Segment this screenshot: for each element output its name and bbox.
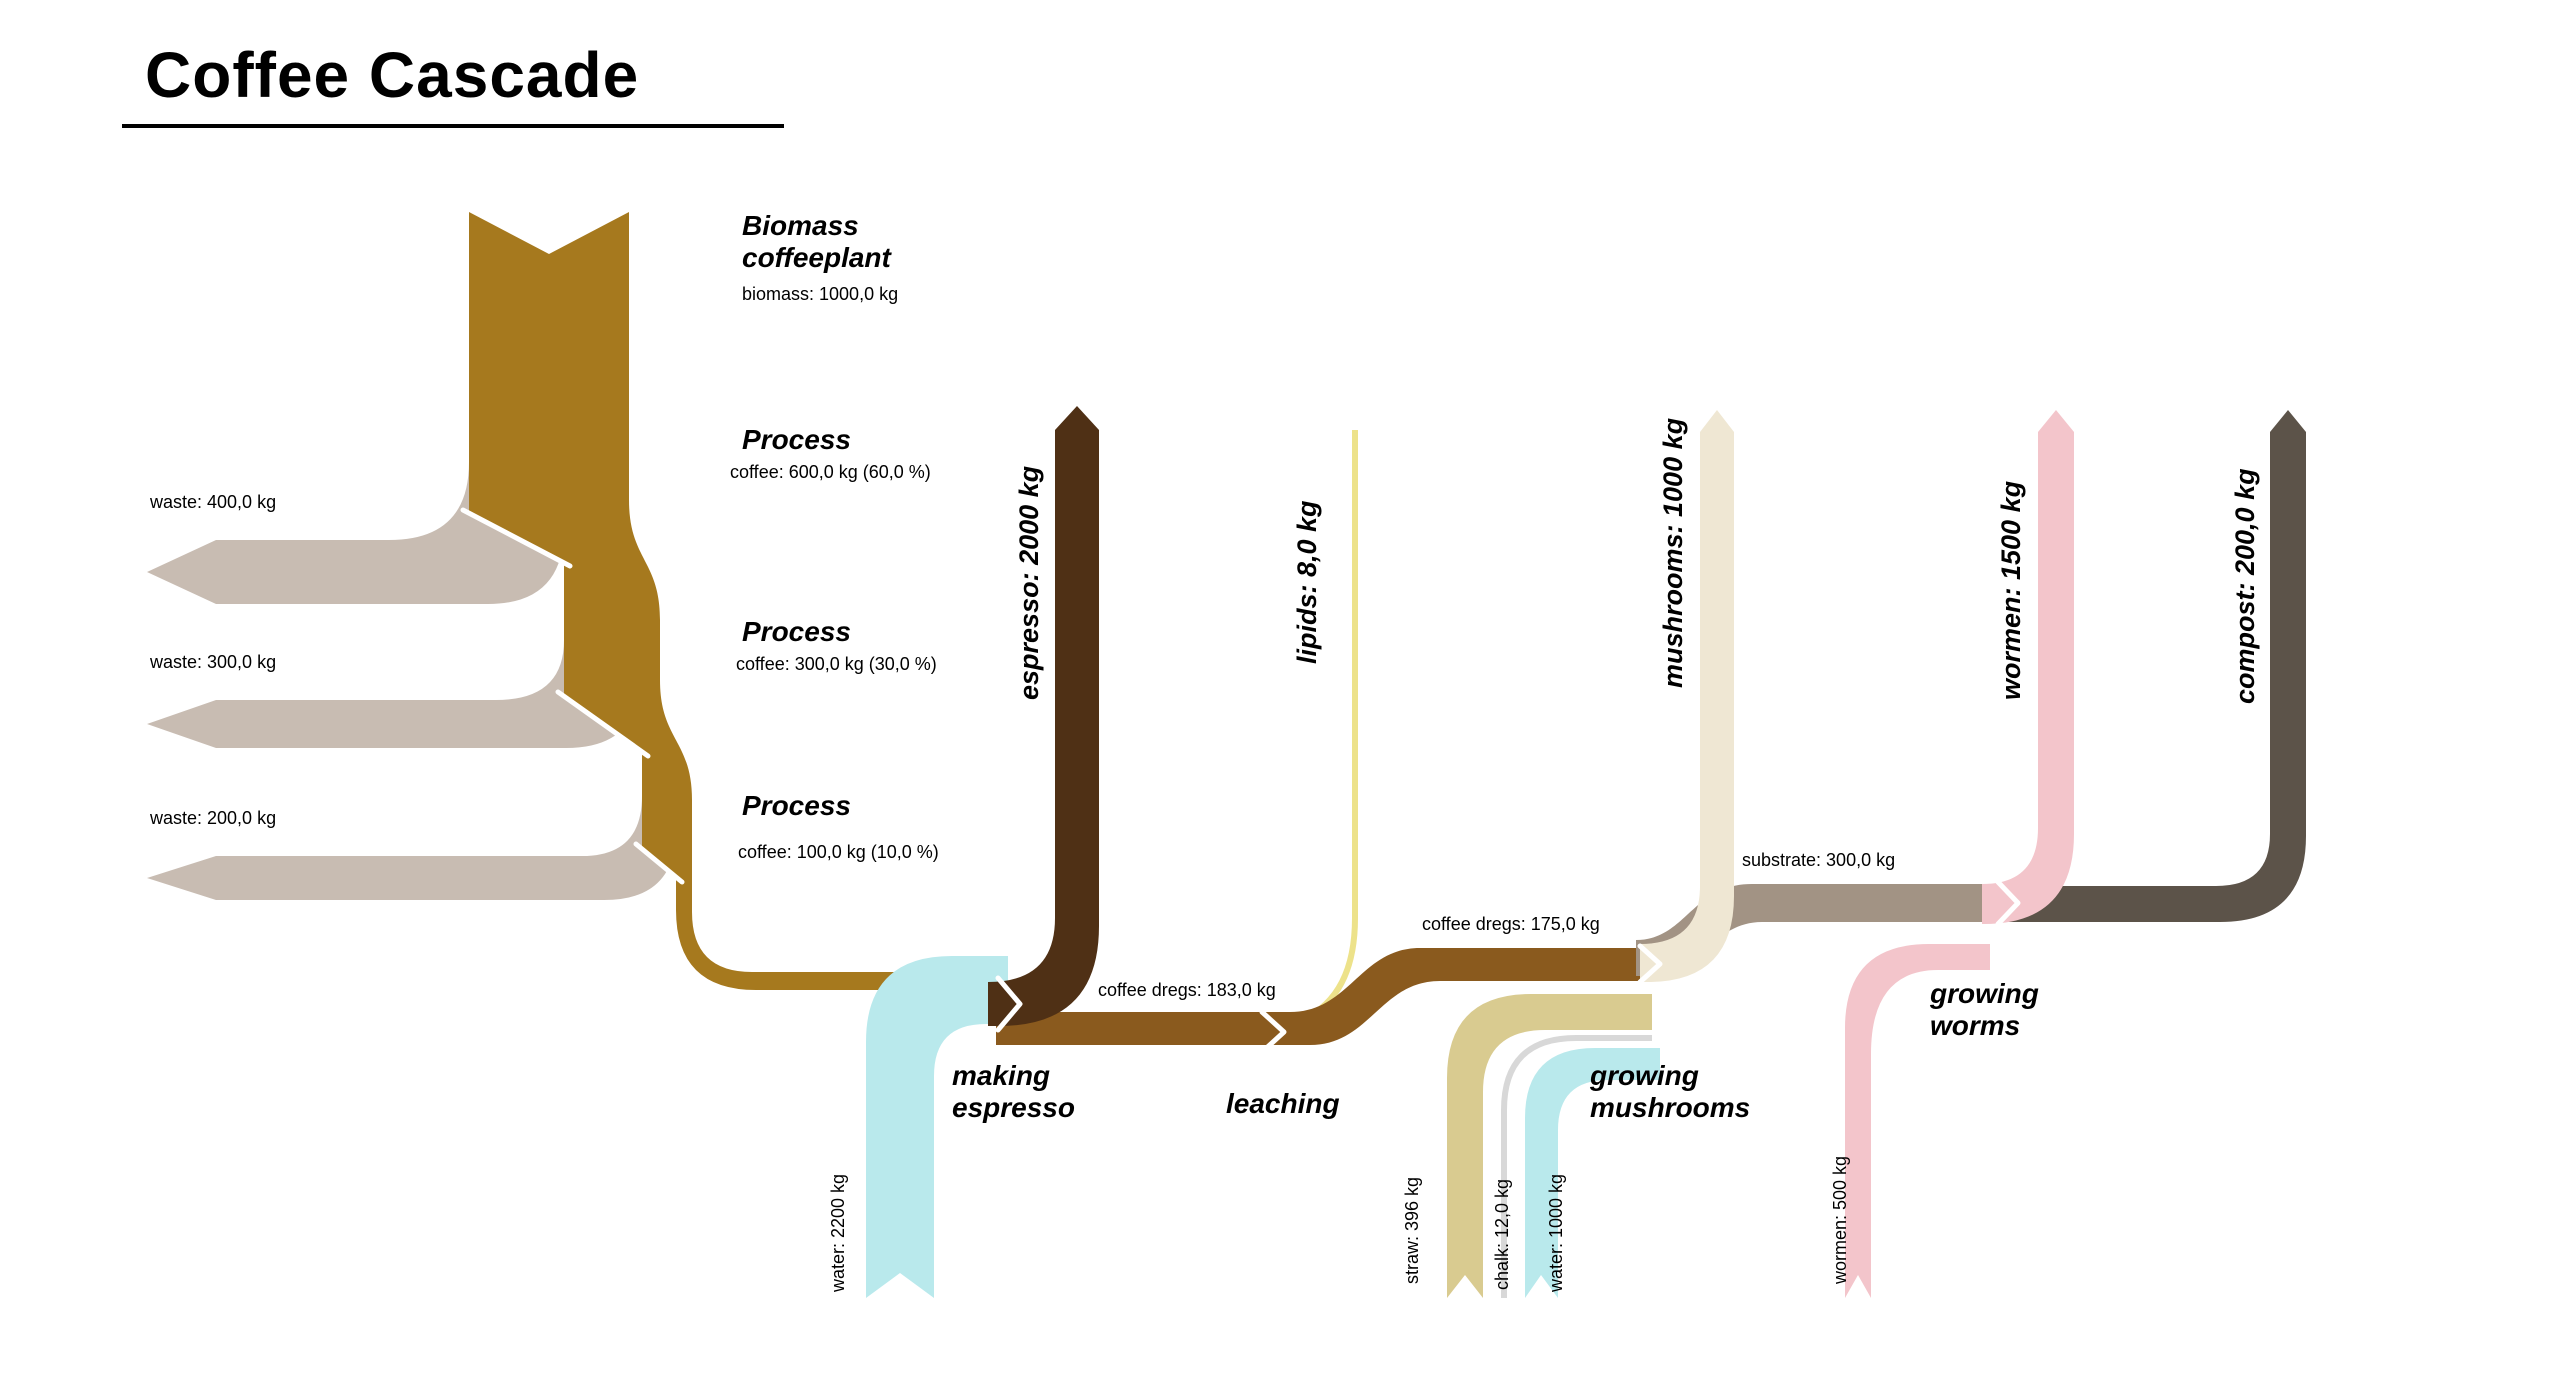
flow-label-compost: compost: 200,0 kg	[2230, 468, 2260, 704]
node-label-growing-worms: growing worms	[1930, 978, 2039, 1042]
flow-label-espresso: espresso: 2000 kg	[1014, 465, 1044, 700]
flow-chalk-line	[1501, 1035, 1652, 1298]
flow-label-wormen-1500: wormen: 1500 kg	[1996, 480, 2026, 700]
node-label-growing-mushrooms: growing mushrooms	[1590, 1060, 1751, 1124]
flow-label-straw: straw: 396 kg	[1402, 1176, 1422, 1284]
growing-mushrooms-node-chevron	[1637, 943, 1663, 985]
flow-straw-band	[1447, 994, 1652, 1298]
node-label-biomass-coffeeplant: Biomass coffeeplant	[742, 210, 891, 274]
flow-mushrooms-band	[1640, 410, 1734, 982]
flow-label-water-2200: water: 2200 kg	[828, 1173, 848, 1292]
flow-label-substrate: substrate: 300,0 kg	[1742, 850, 1896, 870]
flow-label-coffee-300: coffee: 300,0 kg (30,0 %)	[736, 654, 937, 674]
flow-label-water-1000: water: 1000 kg	[1546, 1173, 1566, 1292]
flow-label-chalk: chalk: 12,0 kg	[1492, 1178, 1512, 1290]
flow-water-1000-band	[1525, 1048, 1660, 1298]
flow-label-biomass: biomass: 1000,0 kg	[742, 284, 899, 304]
flow-waste-300-band	[147, 640, 642, 748]
making-espresso-node-chevron	[995, 975, 1023, 1033]
flow-label-waste-300: waste: 300,0 kg	[150, 652, 277, 672]
flow-label-wormen-500: wormen: 500 kg	[1830, 1155, 1850, 1284]
flow-compost-band	[1985, 410, 2306, 922]
flow-espresso-band	[988, 406, 1099, 1026]
flow-waste-200-band	[147, 796, 676, 900]
flow-water-2200-band	[866, 956, 1008, 1298]
process-3-separator	[633, 841, 685, 885]
node-label-making-espresso: making espresso	[952, 1060, 1075, 1124]
node-label-process-1: Process	[742, 424, 851, 455]
flow-wormen-500-band	[1845, 944, 1990, 1298]
growing-worms-node-chevron	[1995, 879, 2021, 927]
leaching-node-chevron	[1259, 1009, 1287, 1055]
process-1-separator	[460, 507, 573, 569]
node-label-process-3: Process	[742, 790, 851, 821]
flow-biomass-coffee-band	[469, 212, 992, 990]
flow-label-lipids: lipids: 8,0 kg	[1292, 500, 1322, 664]
title-underline	[122, 124, 784, 128]
flow-waste-400-band	[147, 462, 564, 604]
node-label-process-2: Process	[742, 616, 851, 647]
page-title: Coffee Cascade	[145, 39, 640, 111]
process-2-separator	[555, 689, 651, 759]
flow-label-waste-200: waste: 200,0 kg	[150, 808, 277, 828]
flow-wormen-1500-band	[1982, 410, 2074, 924]
flow-coffee-dregs-band	[996, 948, 1648, 1045]
node-label-leaching: leaching	[1226, 1088, 1340, 1119]
flow-label-mushrooms: mushrooms: 1000 kg	[1658, 417, 1688, 688]
flow-label-coffee-100: coffee: 100,0 kg (10,0 %)	[738, 842, 939, 862]
flow-label-coffee-dregs-175: coffee dregs: 175,0 kg	[1422, 914, 1600, 934]
flow-label-coffee-600: coffee: 600,0 kg (60,0 %)	[730, 462, 931, 482]
flow-label-waste-400: waste: 400,0 kg	[150, 492, 277, 512]
flow-label-coffee-dregs-183: coffee dregs: 183,0 kg	[1098, 980, 1276, 1000]
